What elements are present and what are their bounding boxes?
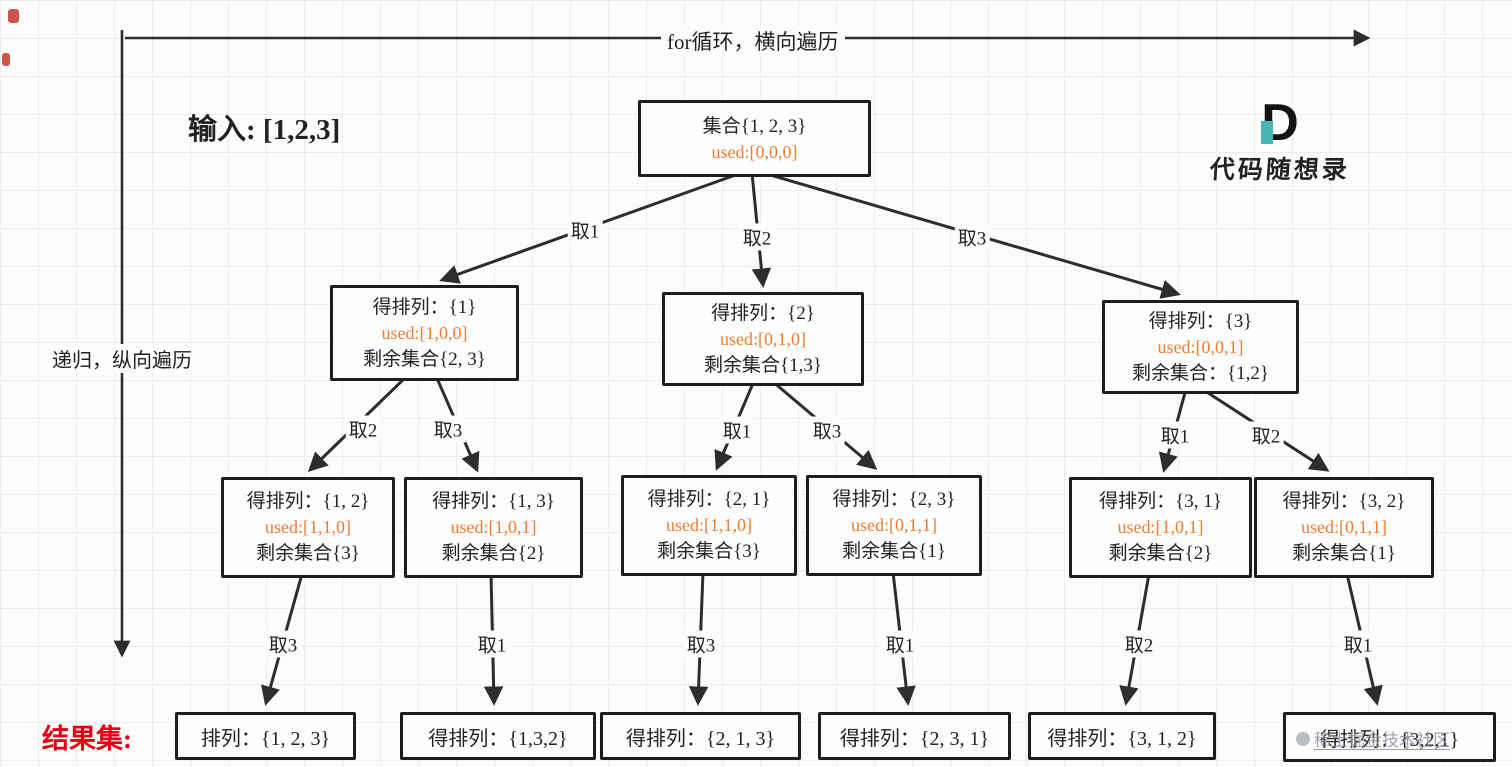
result-node-1: 排列：{1, 2, 3} [175, 712, 356, 760]
result-node-4: 得排列：{2, 3, 1} [818, 712, 1011, 760]
tree-node-l2-5: 得排列：{3, 1} used:[1,0,1] 剩余集合{2} [1069, 477, 1252, 578]
result-node-3: 得排列：{2, 1, 3} [600, 712, 801, 760]
result-node-5: 得排列：{3, 1, 2} [1028, 712, 1216, 760]
node-used-line: used:[0,1,1] [1301, 517, 1387, 537]
node-perm-line: 得排列：{3} [1148, 310, 1253, 332]
node-used-line: used:[0,0,0] [711, 141, 798, 162]
node-used-line: used:[1,0,1] [450, 517, 537, 537]
node-rest-line: 剩余集合{2} [1108, 543, 1213, 564]
edge-label: 取1 [882, 630, 918, 658]
juejin-watermark-text: 稀土掘金技术社区 [1314, 731, 1450, 750]
for-loop-label: for循环，横向遍历 [661, 26, 845, 56]
edge-label: 取3 [809, 416, 845, 444]
tree-node-l2-2: 得排列：{1, 3} used:[1,0,1] 剩余集合{2} [404, 477, 583, 578]
node-perm-line: 得排列：{1, 2} [246, 491, 370, 512]
node-used-line: used:[0,0,1] [1157, 336, 1244, 357]
node-set-line: 集合{1, 2, 3} [702, 115, 807, 137]
juejin-watermark: 稀土掘金技术社区 [1296, 726, 1450, 751]
logo-text: 代码随想录 [1208, 157, 1351, 184]
edge-label: 取3 [954, 223, 990, 251]
node-rest-line: 剩余集合{1,3} [704, 354, 822, 376]
node-perm-line: 得排列：{2} [711, 302, 815, 324]
node-rest-line: 剩余集合{2, 3} [363, 348, 486, 370]
edge-label: 取3 [683, 630, 719, 658]
node-perm-line: 得排列：{3, 1} [1099, 491, 1222, 512]
node-perm-line: 得排列：{2, 3} [832, 489, 956, 510]
edge-label: 取1 [1340, 630, 1376, 658]
node-rest-line: 剩余集合{1} [1292, 543, 1396, 564]
juejin-watermark-icon [1296, 731, 1310, 746]
node-perm-line: 得排列：{3, 2} [1282, 491, 1406, 512]
node-used-line: used:[1,1,0] [666, 515, 752, 535]
tree-node-l2-1: 得排列：{1, 2} used:[1,1,0] 剩余集合{3} [221, 477, 395, 578]
node-perm-line: 得排列：{1, 3} [432, 491, 555, 512]
tree-node-l1-3: 得排列：{3} used:[0,0,1] 剩余集合：{1,2} [1102, 300, 1299, 394]
edge-label: 取2 [1121, 630, 1157, 658]
tree-node-l2-4: 得排列：{2, 3} used:[0,1,1] 剩余集合{1} [806, 475, 982, 576]
node-used-line: used:[0,1,0] [720, 328, 806, 349]
logo-d-icon: D [1261, 94, 1299, 152]
node-used-line: used:[1,1,0] [265, 517, 351, 537]
node-rest-line: 剩余集合{1} [842, 541, 946, 562]
tree-node-l2-6: 得排列：{3, 2} used:[0,1,1] 剩余集合{1} [1254, 477, 1434, 578]
edge-label: 取3 [265, 630, 301, 658]
node-perm-line: 得排列：{1} [372, 296, 477, 318]
result-set-label: 结果集: [42, 724, 132, 754]
tree-node-l2-3: 得排列：{2, 1} used:[1,1,0] 剩余集合{3} [621, 475, 797, 576]
result-node-2: 得排列：{1,3,2} [400, 712, 596, 760]
tree-node-l1-2: 得排列：{2} used:[0,1,0] 剩余集合{1,3} [662, 292, 864, 386]
node-used-line: used:[1,0,0] [381, 322, 468, 343]
recursion-label: 递归，纵向遍历 [46, 344, 198, 373]
node-rest-line: 剩余集合{3} [657, 541, 761, 562]
node-perm-line: 得排列：{2, 1} [647, 489, 771, 510]
node-rest-line: 剩余集合{3} [256, 543, 360, 564]
edge-label: 取2 [739, 223, 775, 251]
logo-teal-accent [1261, 121, 1274, 144]
node-used-line: used:[0,1,1] [851, 515, 937, 535]
tree-node-l1-1: 得排列：{1} used:[1,0,0] 剩余集合{2, 3} [330, 285, 519, 381]
input-label: 输入: [1,2,3] [188, 114, 341, 146]
edge-label: 取1 [1157, 421, 1193, 449]
tree-node-root: 集合{1, 2, 3} used:[0,0,0] [638, 100, 871, 177]
edge-label: 取2 [345, 415, 381, 443]
edge-label: 取2 [1248, 421, 1284, 449]
edge-label: 取1 [474, 630, 510, 658]
node-rest-line: 剩余集合{2} [441, 543, 546, 564]
edge-label: 取3 [430, 415, 466, 443]
edge-label: 取1 [719, 416, 755, 444]
result-node-6: 得排列：{3,2,1} [1283, 712, 1496, 762]
daimasuixianglu-logo: D 代码随想录 [1205, 94, 1355, 186]
red-mark-artifact [8, 9, 19, 23]
node-rest-line: 剩余集合：{1,2} [1132, 362, 1269, 384]
edge-label: 取1 [567, 216, 603, 244]
node-used-line: used:[1,0,1] [1117, 517, 1204, 537]
red-mark-artifact [2, 53, 10, 66]
